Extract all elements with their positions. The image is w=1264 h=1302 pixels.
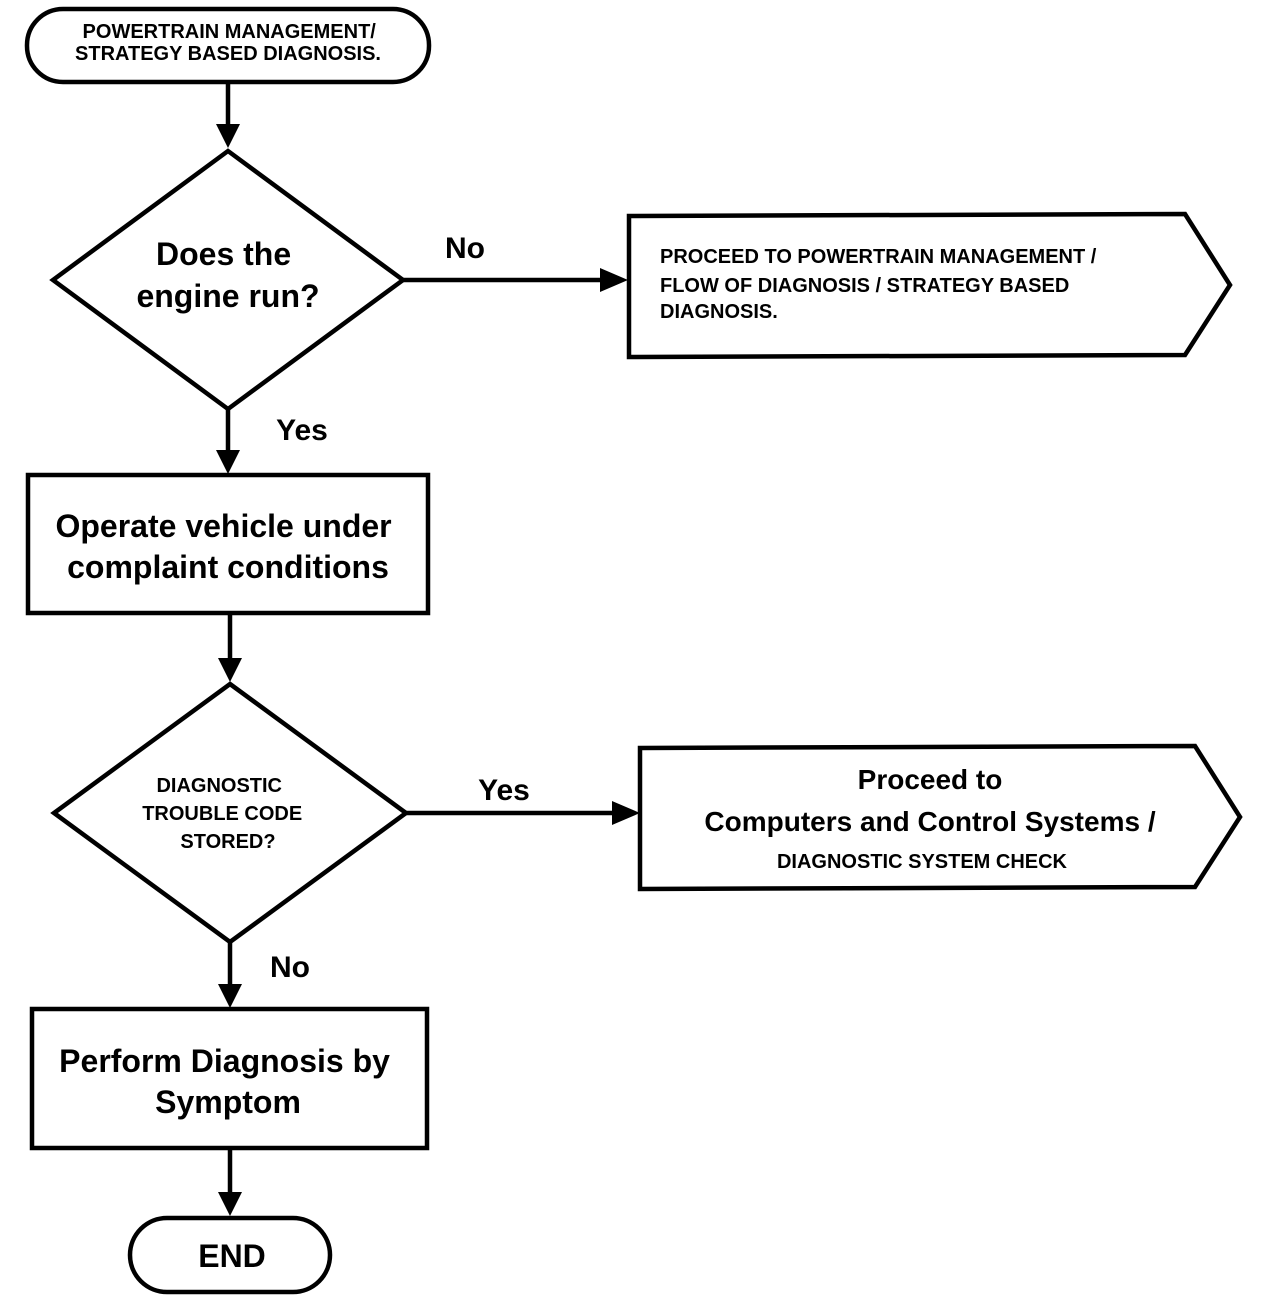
engine-decision-line-1: Does the (156, 236, 291, 272)
svg-text:PROCEED TO POWERTRAIN MANAGEME: PROCEED TO POWERTRAIN MANAGEMENT / FLOW … (660, 246, 1102, 323)
dtc-decision-line-2: TROUBLE CODE (142, 803, 302, 825)
svg-text:Operate vehicle under co: Operate vehicle under complaint conditio… (55, 508, 400, 585)
end-label: END (198, 1238, 266, 1274)
powertrain-line-2: FLOW OF DIAGNOSIS / STRATEGY BASED (660, 275, 1069, 297)
perform-line-1: Perform Diagnosis by (59, 1043, 390, 1079)
powertrain-line-3: DIAGNOSIS. (660, 301, 778, 323)
operate-line-2: complaint conditions (67, 549, 389, 585)
start-line-1: POWERTRAIN MANAGEMENT/ (83, 21, 377, 43)
end-terminator: END (127, 1215, 333, 1295)
proceed-computers-box: Proceed to Computers and Control Systems… (637, 743, 1243, 892)
svg-text:Perform Diagnosis by Sym: Perform Diagnosis by Symptom (59, 1043, 399, 1120)
dtc-decision-line-1: DIAGNOSTIC (156, 775, 282, 797)
computers-line-1: Proceed to (858, 764, 1003, 795)
start-line-2: STRATEGY BASED DIAGNOSIS. (75, 43, 381, 65)
arrow-perform-to-end (218, 1148, 242, 1216)
label-no-engine: No (445, 232, 485, 265)
svg-text:Does the engine run?: Does the engine run? (136, 236, 319, 314)
label-no-dtc: No (270, 951, 310, 984)
label-yes-dtc: Yes (478, 774, 530, 807)
perform-diagnosis-box: Perform Diagnosis by Symptom (29, 1006, 430, 1151)
perform-line-2: Symptom (155, 1084, 301, 1120)
arrow-operate-to-dtc-decision (218, 613, 242, 682)
start-terminator: POWERTRAIN MANAGEMENT/ STRATEGY BASED DI… (24, 6, 432, 85)
operate-vehicle-box: Operate vehicle under complaint conditio… (25, 472, 431, 616)
arrow-dtc-no (218, 942, 242, 1008)
decision-dtc-stored: DIAGNOSTIC TROUBLE CODE STORED? (50, 681, 410, 945)
arrow-dtc-yes (406, 801, 640, 825)
svg-text:DIAGNOSTIC TROUBLE CODE: DIAGNOSTIC TROUBLE CODE STORED? (142, 775, 308, 853)
arrow-start-to-engine-decision (216, 82, 240, 148)
decision-engine-runs: Does the engine run? (49, 148, 407, 412)
svg-text:POWERTRAIN MANAGEMENT/: POWERTRAIN MANAGEMENT/ STRATEGY BASED DI… (75, 21, 381, 65)
powertrain-line-1: PROCEED TO POWERTRAIN MANAGEMENT / (660, 246, 1097, 268)
engine-decision-line-2: engine run? (136, 278, 319, 314)
label-yes-engine: Yes (276, 414, 328, 447)
computers-line-3: DIAGNOSTIC SYSTEM CHECK (777, 851, 1068, 873)
proceed-powertrain-box: PROCEED TO POWERTRAIN MANAGEMENT / FLOW … (626, 211, 1233, 360)
arrow-engine-no (403, 268, 628, 292)
dtc-decision-line-3: STORED? (180, 831, 275, 853)
computers-line-2: Computers and Control Systems / (704, 806, 1155, 837)
operate-line-1: Operate vehicle under (55, 508, 391, 544)
arrow-engine-yes (216, 409, 240, 474)
